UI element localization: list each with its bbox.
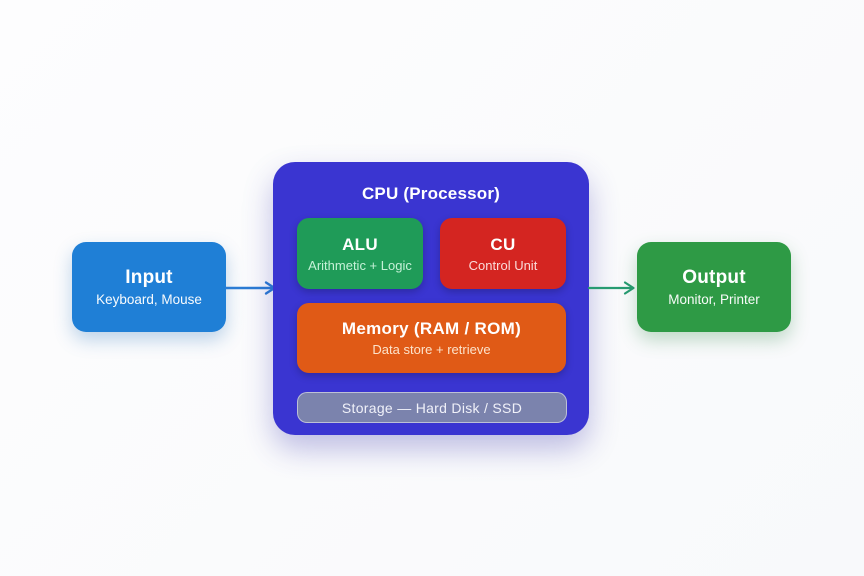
input-to-cpu-arrow (224, 281, 276, 295)
alu-box: ALU Arithmetic + Logic (297, 218, 423, 289)
cpu-box: CPU (Processor) ALU Arithmetic + Logic C… (273, 162, 589, 435)
memory-subtitle: Data store + retrieve (372, 342, 491, 357)
alu-subtitle: Arithmetic + Logic (308, 257, 412, 273)
output-subtitle: Monitor, Printer (668, 292, 760, 307)
input-title: Input (125, 267, 173, 288)
memory-box: Memory (RAM / ROM) Data store + retrieve (297, 303, 566, 373)
cpu-title: CPU (Processor) (361, 184, 501, 203)
alu-title: ALU (342, 234, 378, 254)
cu-subtitle: Control Unit (468, 257, 538, 273)
input-box: Input Keyboard, Mouse (72, 242, 226, 332)
cu-box: CU Control Unit (440, 218, 566, 289)
cpu-to-output-arrow (587, 281, 635, 295)
output-box: Output Monitor, Printer (637, 242, 791, 332)
storage-label: Storage — Hard Disk / SSD (341, 399, 523, 416)
storage-bar: Storage — Hard Disk / SSD (297, 392, 567, 423)
input-subtitle: Keyboard, Mouse (96, 292, 202, 307)
cu-title: CU (490, 234, 516, 254)
output-title: Output (682, 267, 746, 288)
memory-title: Memory (RAM / ROM) (341, 319, 522, 338)
